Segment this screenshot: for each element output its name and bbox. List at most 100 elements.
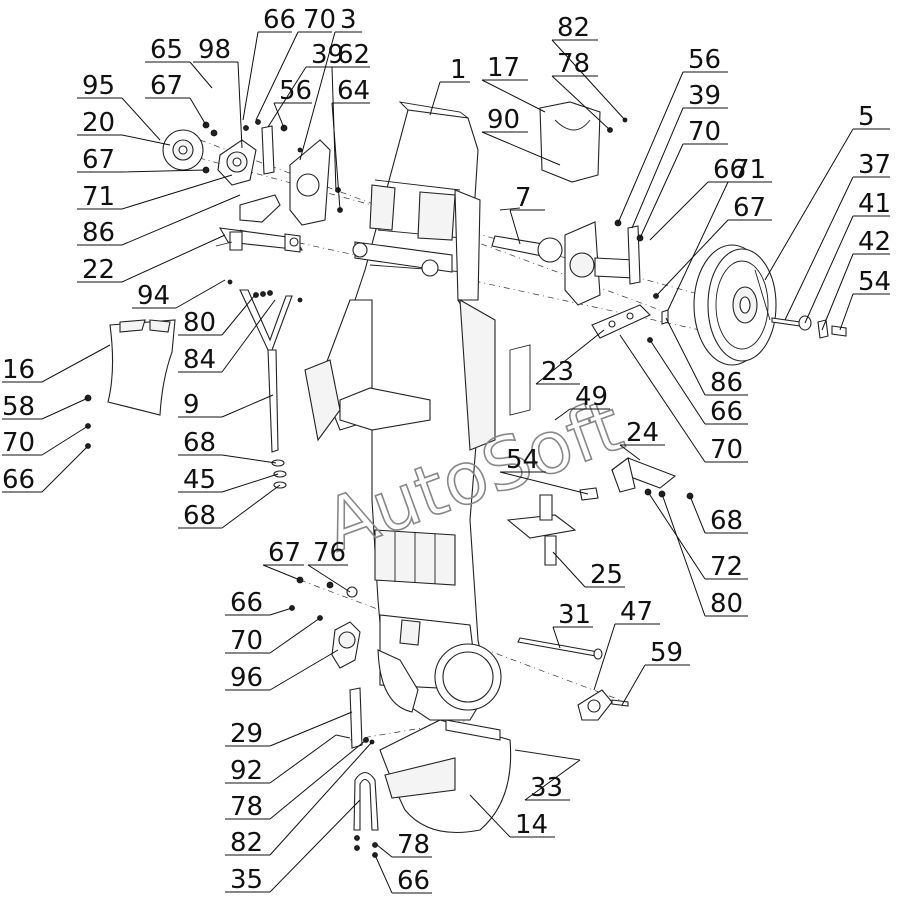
callout-54: 54 <box>499 445 589 495</box>
callout-number: 64 <box>337 76 370 106</box>
callout-number: 70 <box>230 626 263 656</box>
callout-41: 41 <box>804 189 891 324</box>
leader-line <box>631 107 728 229</box>
callout-number: 1 <box>450 55 467 85</box>
callout-39: 39 <box>631 81 728 229</box>
callout-70: 70 <box>255 5 336 121</box>
callout-84: 84 <box>178 299 276 375</box>
callout-90: 90 <box>481 105 561 166</box>
callout-70: 70 <box>225 617 321 656</box>
leader-line <box>225 617 321 654</box>
leader-line <box>178 484 281 529</box>
callout-number: 82 <box>557 13 590 43</box>
callout-47: 47 <box>593 597 660 691</box>
leader-line <box>77 169 206 173</box>
callout-number: 68 <box>183 501 216 531</box>
callout-number: 66 <box>2 465 35 495</box>
callout-24: 24 <box>619 418 665 461</box>
callout-16: 16 <box>2 344 111 385</box>
callout-number: 29 <box>230 719 263 749</box>
callout-number: 70 <box>303 5 336 35</box>
callout-78: 78 <box>551 49 611 131</box>
callout-68: 68 <box>689 495 748 536</box>
callout-66: 66 <box>242 5 296 121</box>
callout-number: 65 <box>150 35 183 65</box>
leader-line <box>193 61 243 149</box>
callout-37: 37 <box>784 150 891 321</box>
callout-35: 35 <box>225 799 361 895</box>
callout-59: 59 <box>621 638 690 706</box>
callout-66: 66 <box>649 339 748 427</box>
leader-line <box>178 394 274 418</box>
callout-number: 70 <box>710 435 743 465</box>
callout-number: 66 <box>230 588 263 618</box>
callout-number: 54 <box>506 445 539 475</box>
callout-number: 7 <box>515 183 532 213</box>
leader-line <box>784 176 890 321</box>
leader-line <box>77 174 233 210</box>
callout-number: 47 <box>620 597 653 627</box>
u-bolt <box>353 771 379 858</box>
callout-number: 67 <box>268 538 301 568</box>
leader-line <box>649 339 748 425</box>
leader-line <box>509 209 545 245</box>
guard-plate <box>84 319 176 449</box>
callout-number: 66 <box>713 155 746 185</box>
callout-number: 84 <box>183 345 216 375</box>
callout-95: 95 <box>77 71 161 141</box>
leader-line <box>551 75 611 131</box>
leader-line <box>619 334 748 463</box>
callout-number: 67 <box>82 145 115 175</box>
tray-part <box>506 494 577 566</box>
leader-line <box>639 143 728 239</box>
bracket-part <box>215 194 304 253</box>
leader-line <box>552 626 593 649</box>
callout-54: 54 <box>839 267 891 331</box>
callout-72: 72 <box>647 491 748 582</box>
leader-line <box>225 739 367 820</box>
callout-number: 68 <box>183 428 216 458</box>
leader-line <box>2 425 89 456</box>
callout-number: 70 <box>688 117 721 147</box>
leader-line <box>2 397 89 420</box>
callout-9: 9 <box>178 390 274 420</box>
callout-number: 14 <box>515 810 548 840</box>
callout-number: 68 <box>710 506 743 536</box>
leader-line <box>307 564 351 593</box>
callout-7: 7 <box>509 183 545 245</box>
callout-92: 92 <box>225 734 337 786</box>
plate-part <box>289 139 343 226</box>
leader-line <box>469 794 555 838</box>
callout-67: 67 <box>262 538 304 581</box>
leader-line <box>77 134 171 146</box>
leader-line <box>552 551 625 588</box>
callout-number: 95 <box>82 71 115 101</box>
leader-line <box>145 61 213 89</box>
callout-70: 70 <box>639 117 728 239</box>
callout-number: 45 <box>183 465 216 495</box>
callout-number: 39 <box>311 40 344 70</box>
callout-23: 23 <box>535 329 605 387</box>
leader-line <box>499 471 589 495</box>
leader-line <box>551 39 626 121</box>
sprocket-assembly <box>162 119 288 186</box>
leader-line <box>655 219 772 297</box>
callout-65: 65 <box>145 35 213 89</box>
callout-number: 56 <box>688 45 721 75</box>
callout-86: 86 <box>665 317 748 398</box>
callout-68: 68 <box>178 428 277 464</box>
leader-line <box>331 102 370 211</box>
pulley-wheel <box>693 244 847 366</box>
leader-line <box>178 299 276 373</box>
callout-45: 45 <box>178 465 279 495</box>
leader-line <box>225 607 293 616</box>
callout-39: 39 <box>267 40 344 128</box>
angle-bracket <box>579 457 694 501</box>
callout-71: 71 <box>667 155 772 311</box>
callout-number: 41 <box>858 189 891 219</box>
leader-line <box>524 759 581 801</box>
leader-line <box>665 317 748 396</box>
callout-31: 31 <box>552 600 593 649</box>
callout-number: 59 <box>650 638 683 668</box>
leader-line <box>255 31 332 121</box>
